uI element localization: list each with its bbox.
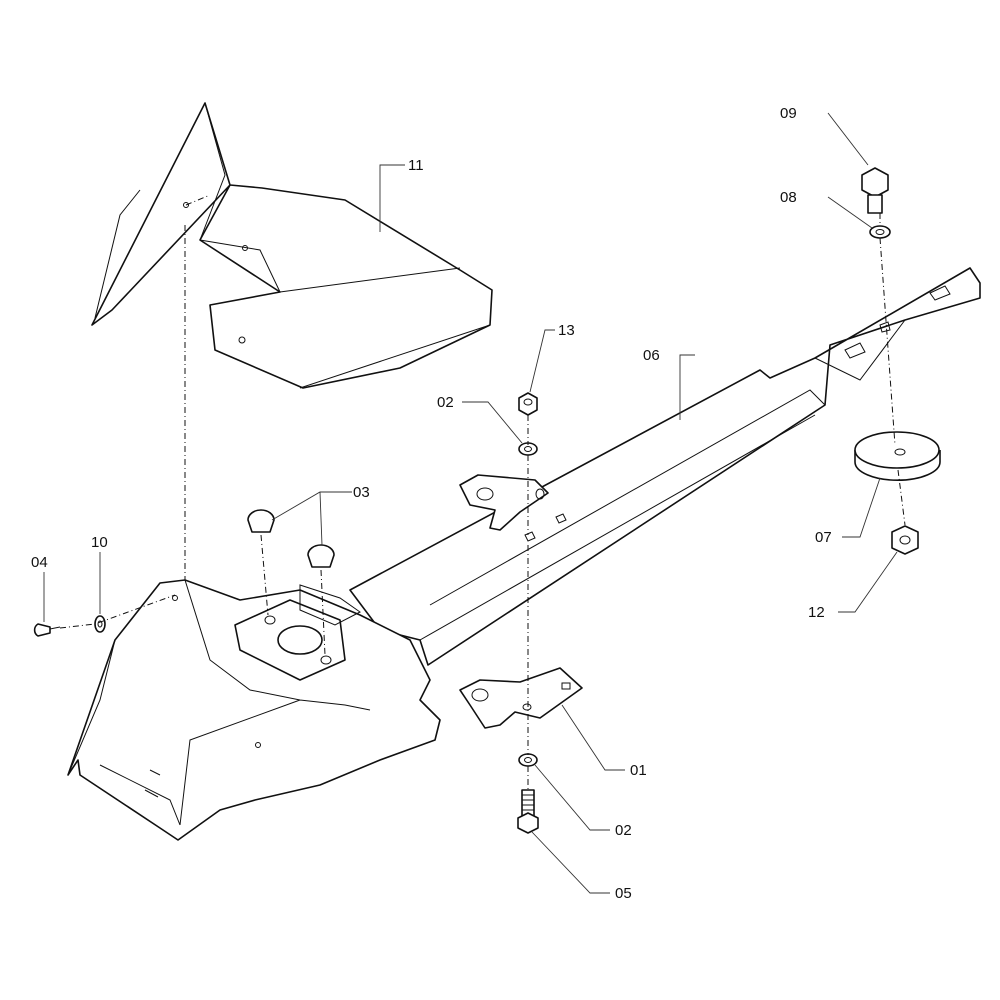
part-11-upper-deflector (91, 102, 493, 389)
callout-03: 03 (353, 484, 370, 501)
hardware (33, 167, 919, 834)
lower-housing (67, 579, 441, 841)
upper-bracket (459, 474, 549, 531)
callout-01: 01 (630, 762, 647, 779)
callout-12: 12 (808, 604, 825, 621)
callout-05: 05 (615, 885, 632, 902)
callout-10: 10 (91, 534, 108, 551)
callout-02-lower: 02 (615, 822, 632, 839)
part-07-buffer (854, 431, 941, 481)
part-06-arm (349, 267, 981, 666)
callout-13: 13 (558, 322, 575, 339)
callout-08: 08 (780, 189, 797, 206)
callout-06: 06 (643, 347, 660, 364)
assembly-lines (59, 194, 906, 790)
leader-lines (43, 112, 898, 894)
callout-07: 07 (815, 529, 832, 546)
callout-02-upper: 02 (437, 394, 454, 411)
callout-labels: 11 09 08 13 02 06 03 07 04 10 12 01 02 0… (31, 105, 832, 902)
callout-09: 09 (780, 105, 797, 122)
callout-04: 04 (31, 554, 48, 571)
part-01-bracket (459, 667, 583, 729)
callout-11: 11 (408, 157, 424, 174)
